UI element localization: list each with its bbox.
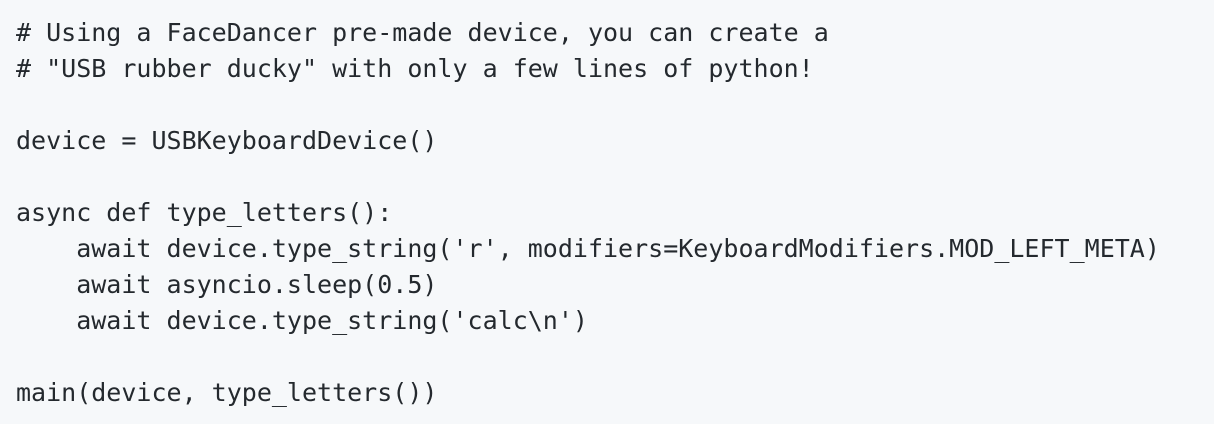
code-line-device-assign: device = USBKeyboardDevice() bbox=[16, 126, 438, 155]
code-line-await-type-calc: await device.type_string('calc\n') bbox=[16, 306, 588, 335]
code-line-blank-3 bbox=[16, 339, 1214, 375]
code-line-await-sleep: await asyncio.sleep(0.5) bbox=[16, 270, 438, 299]
code-line-comment-2: # "USB rubber ducky" with only a few lin… bbox=[16, 54, 814, 83]
code-line-async-def: async def type_letters(): bbox=[16, 198, 393, 227]
code-line-blank-2 bbox=[16, 159, 1214, 195]
code-line-await-type-r: await device.type_string('r', modifiers=… bbox=[16, 234, 1160, 263]
code-line-blank-1 bbox=[16, 87, 1214, 123]
code-line-comment-1: # Using a FaceDancer pre-made device, yo… bbox=[16, 18, 829, 47]
code-line-main-call: main(device, type_letters()) bbox=[16, 378, 438, 407]
